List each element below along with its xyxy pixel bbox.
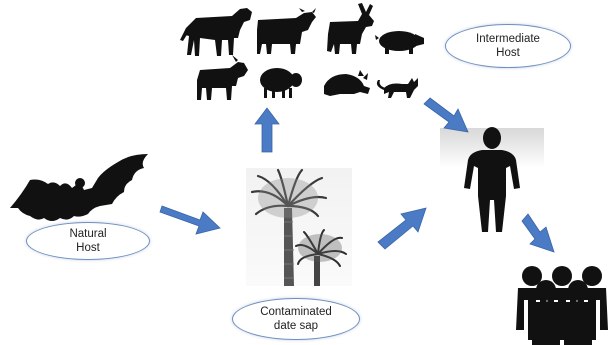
sheep-icon	[260, 68, 302, 98]
pig-icon	[375, 31, 424, 54]
contaminated-sap-line1: Contaminated	[260, 305, 332, 319]
intermediate-host-line2: Host	[476, 46, 540, 60]
contaminated-sap-line2: date sap	[260, 319, 332, 333]
livestock-icons	[180, 3, 424, 100]
arrow-human-to-group	[522, 214, 554, 252]
cat-crouching-icon	[324, 70, 370, 96]
goat-icon	[197, 55, 248, 100]
donkey-icon	[327, 3, 374, 54]
natural-host-label: Natural Host	[26, 222, 150, 260]
arrow-animals-to-human	[424, 98, 468, 132]
natural-host-line2: Host	[69, 241, 106, 255]
cow-icon	[257, 8, 316, 54]
horse-icon	[180, 8, 252, 56]
cat-icon	[377, 78, 418, 98]
person-icon	[532, 280, 560, 345]
intermediate-host-label: Intermediate Host	[445, 24, 571, 68]
intermediate-host-line1: Intermediate	[476, 32, 540, 46]
person-icon	[564, 280, 592, 345]
arrow-sap-to-human	[378, 208, 426, 249]
bat-icon	[10, 154, 148, 221]
date-palm-photo	[246, 168, 352, 286]
arrow-sap-to-animals	[255, 108, 279, 152]
arrow-bat-to-sap	[160, 206, 220, 234]
group-of-people-icon	[516, 266, 608, 345]
contaminated-sap-label: Contaminated date sap	[232, 298, 360, 340]
natural-host-line1: Natural	[69, 227, 106, 241]
